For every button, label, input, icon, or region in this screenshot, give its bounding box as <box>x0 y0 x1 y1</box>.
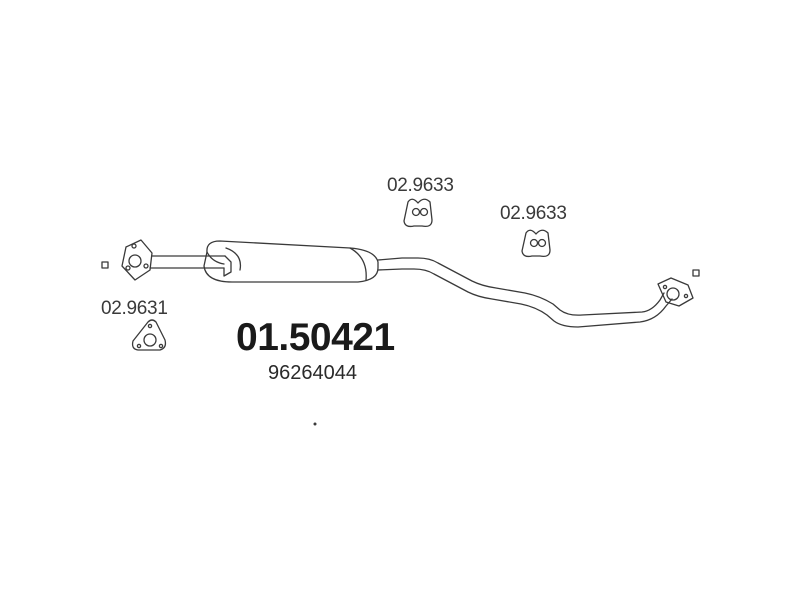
hanger-1-ref-label: 02.9633 <box>387 175 454 196</box>
front-flange <box>121 239 153 281</box>
main-part-number: 01.50421 <box>236 316 395 359</box>
left-end-marker <box>101 261 109 269</box>
rubber-hanger-1 <box>403 198 433 228</box>
rear-flange <box>657 277 694 307</box>
rubber-hanger-2 <box>521 229 551 258</box>
oem-number: 96264044 <box>268 362 357 384</box>
hanger-2-ref-label: 02.9633 <box>500 203 567 224</box>
outlet-pipe <box>377 257 673 328</box>
inlet-pipe <box>149 255 232 277</box>
stray-dot <box>313 422 317 426</box>
triangle-clamp <box>131 319 167 351</box>
muffler-body <box>203 240 379 283</box>
clamp-ref-label: 02.9631 <box>101 298 168 319</box>
right-end-marker <box>692 269 700 277</box>
